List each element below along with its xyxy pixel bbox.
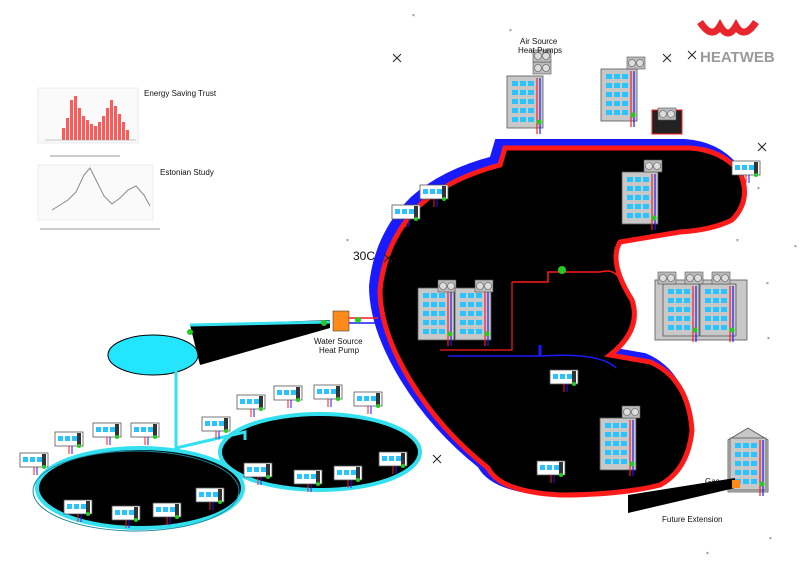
central-pump-icon <box>558 266 566 274</box>
air-source-label-line2: Heat Pumps <box>518 46 562 55</box>
estonian-study-label: Estonian Study <box>160 168 214 177</box>
small-x-marks: × × × × × × × × × × <box>346 13 797 557</box>
apartment-blocks <box>417 49 769 497</box>
heat-network <box>368 139 747 498</box>
svg-text:×: × <box>736 238 739 244</box>
water-source-label-line2: Heat Pump <box>319 346 360 355</box>
future-extension-label: Future Extension <box>662 515 722 524</box>
close-x-icon <box>757 142 767 152</box>
close-x-icon <box>432 454 442 464</box>
gas-label: Gas <box>705 477 720 486</box>
water-source-label-line1: Water Source <box>314 337 363 346</box>
close-x-icon <box>392 53 402 63</box>
svg-text:×: × <box>706 551 709 557</box>
air-source-label-line1: Air Source <box>520 37 558 46</box>
estonian-study-chart-thumbnail <box>37 164 160 230</box>
energy-saving-chart-thumbnail <box>37 87 139 157</box>
close-x-icon <box>662 53 672 63</box>
svg-text:×: × <box>766 281 769 287</box>
svg-text:×: × <box>769 536 772 542</box>
logo-text: HEATWEB <box>700 49 775 66</box>
svg-text:×: × <box>412 13 415 19</box>
svg-text:×: × <box>757 186 760 192</box>
svg-text:×: × <box>509 28 512 34</box>
future-extension <box>628 478 740 513</box>
heatweb-logo: HEATWEB <box>697 18 775 66</box>
svg-text:×: × <box>346 238 349 244</box>
svg-text:×: × <box>794 244 797 250</box>
energy-saving-trust-label: Energy Saving Trust <box>144 89 217 98</box>
svg-text:×: × <box>767 336 770 342</box>
water-source-heat-pump-icon <box>332 310 350 332</box>
close-x-icon <box>687 50 697 60</box>
temp-30c-label: 30C <box>353 249 375 263</box>
